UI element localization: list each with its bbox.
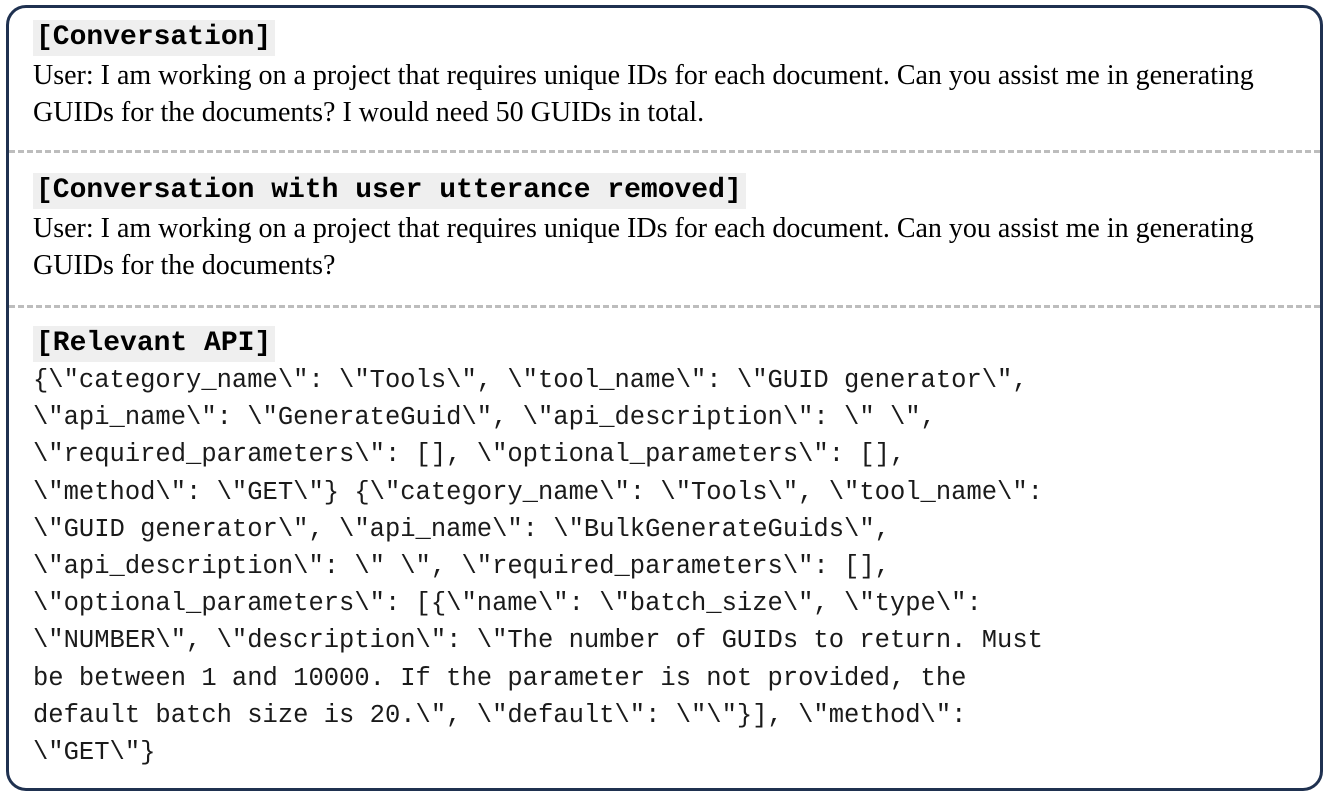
conversation-text: User: I am working on a project that req…: [33, 60, 1254, 128]
removed-utterance-heading: [Conversation with user utterance remove…: [33, 173, 746, 209]
removed-utterance-text: User: I am working on a project that req…: [33, 213, 1254, 281]
relevant-api-section: [Relevant API] {\"category_name\": \"Too…: [9, 326, 1320, 771]
section-divider: [9, 305, 1320, 308]
content-card: [Conversation] User: I am working on a p…: [6, 5, 1323, 791]
conversation-section: [Conversation] User: I am working on a p…: [9, 20, 1320, 131]
api-code-block: {\"category_name\": \"Tools\", \"tool_na…: [33, 366, 1043, 768]
section-divider: [9, 150, 1320, 153]
conversation-heading: [Conversation]: [33, 20, 276, 56]
relevant-api-heading: [Relevant API]: [33, 326, 276, 362]
removed-utterance-section: [Conversation with user utterance remove…: [9, 173, 1320, 284]
